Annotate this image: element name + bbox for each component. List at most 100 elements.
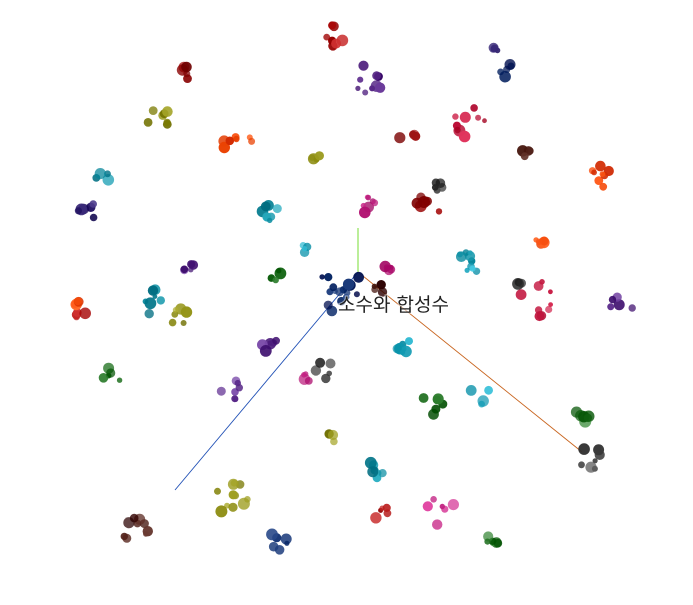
node-dot[interactable] [411,131,421,141]
node-dot[interactable] [418,393,429,403]
cluster-navy[interactable] [319,271,364,317]
node-dot[interactable] [504,59,516,70]
cluster-red[interactable] [71,307,91,321]
node-dot[interactable] [499,70,511,83]
cluster-magenta[interactable] [422,496,459,530]
node-dot[interactable] [378,469,387,478]
node-dot[interactable] [342,278,355,290]
node-dot[interactable] [272,336,280,345]
node-dot[interactable] [102,174,115,186]
node-dot[interactable] [104,170,111,178]
node-dot[interactable] [364,456,377,469]
node-dot[interactable] [329,283,338,292]
cluster-cyan[interactable] [299,242,312,257]
cluster-purple[interactable] [257,336,280,357]
cluster-navy[interactable] [497,59,516,83]
cluster-olive[interactable] [214,478,251,518]
node-dot[interactable] [323,33,331,41]
node-dot[interactable] [387,265,396,274]
cluster-teal[interactable] [256,200,282,224]
cluster-magenta[interactable] [379,260,396,276]
node-dot[interactable] [548,289,553,295]
node-dot[interactable] [144,297,157,310]
node-dot[interactable] [143,531,149,537]
node-dot[interactable] [431,184,439,191]
node-dot[interactable] [353,271,364,283]
node-dot[interactable] [94,168,106,180]
node-dot[interactable] [143,118,153,127]
node-dot[interactable] [595,160,606,172]
node-dot[interactable] [235,384,243,392]
node-dot[interactable] [545,305,553,314]
node-dot[interactable] [335,287,344,297]
node-dot[interactable] [180,320,187,326]
node-dot[interactable] [171,311,179,318]
node-dot[interactable] [237,497,250,510]
cluster-olive[interactable] [307,151,324,165]
node-dot[interactable] [260,201,271,212]
node-dot[interactable] [482,118,487,124]
node-dot[interactable] [259,345,272,357]
cluster-olive[interactable] [143,106,173,129]
cluster-olive[interactable] [168,303,193,327]
node-dot[interactable] [353,291,360,298]
node-dot[interactable] [314,151,324,161]
node-dot[interactable] [454,126,461,134]
node-dot[interactable] [181,61,192,73]
node-dot[interactable] [266,528,278,541]
cluster-indigo[interactable] [488,42,501,54]
node-dot[interactable] [310,365,322,376]
node-dot[interactable] [325,358,336,369]
node-dot[interactable] [405,337,413,346]
node-dot[interactable] [116,377,123,383]
node-dot[interactable] [533,281,544,291]
node-dot[interactable] [467,250,473,256]
node-dot[interactable] [411,197,423,209]
node-dot[interactable] [123,517,135,529]
node-dot[interactable] [382,503,391,512]
node-dot[interactable] [447,499,459,511]
node-dot[interactable] [89,213,98,222]
node-dot[interactable] [365,194,372,201]
node-dot[interactable] [218,141,230,154]
cluster-orange[interactable] [533,236,550,249]
node-dot[interactable] [535,238,543,245]
node-dot[interactable] [230,479,238,487]
node-dot[interactable] [525,147,534,155]
cluster-maroon[interactable] [394,129,421,144]
node-dot[interactable] [376,280,386,290]
node-dot[interactable] [337,296,346,306]
node-dot[interactable] [319,274,325,280]
center-node-label[interactable]: 소수와 합성수 [337,293,450,317]
node-dot[interactable] [120,532,128,541]
node-dot[interactable] [578,461,585,469]
node-dot[interactable] [228,490,238,500]
node-dot[interactable] [343,294,350,301]
cluster-magenta[interactable] [359,194,379,219]
cluster-indigo[interactable] [74,200,98,222]
node-dot[interactable] [456,251,467,262]
node-dot[interactable] [359,206,371,219]
cluster-brown[interactable] [120,513,153,543]
cluster-teal[interactable] [142,284,165,319]
node-dot[interactable] [74,207,82,215]
node-dot[interactable] [331,38,342,49]
node-dot[interactable] [607,303,615,311]
cluster-purple[interactable] [355,60,386,96]
node-dot[interactable] [152,294,158,299]
node-dot[interactable] [570,406,583,418]
node-dot[interactable] [231,395,239,403]
node-dot[interactable] [428,408,439,420]
node-dot[interactable] [465,385,477,396]
node-dot[interactable] [233,135,240,143]
node-dot[interactable] [374,82,386,93]
cluster-brown[interactable] [371,280,388,297]
cluster-crimson[interactable] [515,279,553,322]
node-dot[interactable] [98,373,109,383]
node-dot[interactable] [599,171,606,178]
node-dot[interactable] [377,287,388,297]
node-dot[interactable] [613,299,625,311]
node-dot[interactable] [228,502,238,512]
node-dot[interactable] [583,413,593,422]
